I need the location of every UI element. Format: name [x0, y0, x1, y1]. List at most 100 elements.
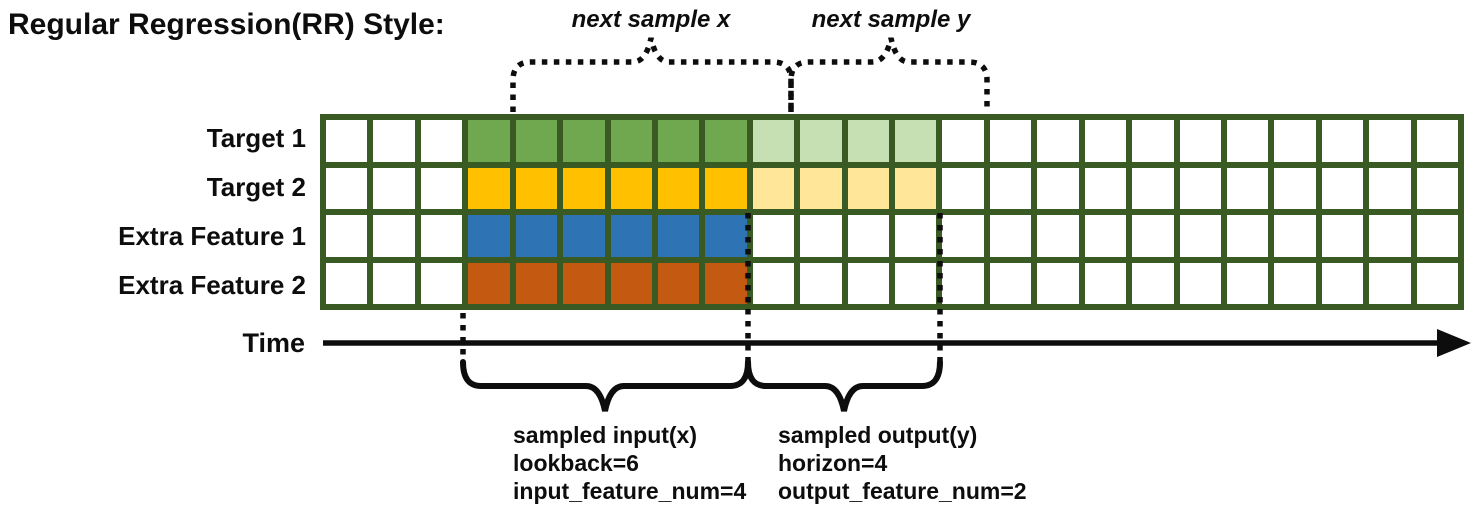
cell-r2-c11	[847, 215, 889, 257]
cell-r3-c4	[515, 262, 558, 304]
cell-r1-c2	[420, 167, 463, 209]
cell-r1-c17	[1132, 167, 1174, 209]
cell-r1-c12	[895, 167, 937, 209]
cell-r2-c18	[1179, 215, 1221, 257]
cell-r2-c23	[1416, 215, 1458, 257]
cell-r0-c10	[800, 120, 842, 162]
time-axis-label: Time	[242, 328, 305, 358]
cell-r0-c3	[468, 120, 510, 162]
cell-r0-c2	[420, 120, 463, 162]
cell-r1-c9	[752, 167, 795, 209]
cell-r1-c16	[1084, 167, 1127, 209]
cell-r2-c16	[1084, 215, 1127, 257]
cell-r0-c16	[1084, 120, 1127, 162]
row-label-target-2: Target 2	[206, 172, 306, 202]
timeline-grid	[320, 114, 1464, 310]
cell-r3-c11	[847, 262, 889, 304]
cell-r2-c21	[1321, 215, 1364, 257]
cell-r0-c20	[1274, 120, 1316, 162]
cell-r1-c8	[705, 167, 747, 209]
cell-r1-c13	[942, 167, 984, 209]
cell-r2-c19	[1226, 215, 1269, 257]
cell-r1-c0	[326, 167, 368, 209]
cell-r3-c12	[895, 262, 937, 304]
cell-r0-c6	[610, 120, 652, 162]
cell-r3-c2	[420, 262, 463, 304]
cell-r2-c22	[1369, 215, 1411, 257]
cell-r3-c17	[1132, 262, 1174, 304]
cell-r2-c0	[326, 215, 368, 257]
cell-r0-c18	[1179, 120, 1221, 162]
sampled-input-title: sampled input(x)	[513, 422, 698, 448]
output-feature-num: output_feature_num=2	[778, 478, 1027, 504]
cell-r1-c10	[800, 167, 842, 209]
cell-r3-c10	[800, 262, 842, 304]
cell-r3-c19	[1226, 262, 1269, 304]
cell-r1-c11	[847, 167, 889, 209]
cell-r3-c0	[326, 262, 368, 304]
cell-r3-c5	[563, 262, 605, 304]
time-arrow-head	[1437, 329, 1471, 357]
cell-r2-c12	[895, 215, 937, 257]
horizon-value: horizon=4	[778, 450, 888, 476]
next-sample-y-label: next sample y	[811, 6, 971, 33]
cell-r1-c14	[989, 167, 1032, 209]
cell-r3-c16	[1084, 262, 1127, 304]
cell-r2-c6	[610, 215, 652, 257]
cell-r1-c18	[1179, 167, 1221, 209]
lookback-value: lookback=6	[513, 450, 639, 476]
input-feature-num: input_feature_num=4	[513, 478, 747, 504]
cell-r2-c7	[657, 215, 700, 257]
sampled-output-title: sampled output(y)	[778, 422, 978, 448]
cell-r3-c21	[1321, 262, 1364, 304]
cell-r1-c1	[373, 167, 415, 209]
cell-r0-c19	[1226, 120, 1269, 162]
sampled-input-brace	[460, 359, 751, 412]
cell-r1-c22	[1369, 167, 1411, 209]
cell-r3-c14	[989, 262, 1032, 304]
diagram-title: Regular Regression(RR) Style:	[8, 8, 445, 41]
cell-r1-c19	[1226, 167, 1269, 209]
row-label-extra-feature-2: Extra Feature 2	[118, 270, 306, 300]
cell-r3-c18	[1179, 262, 1221, 304]
cell-r0-c14	[989, 120, 1032, 162]
cell-r2-c9	[752, 215, 795, 257]
cell-r2-c15	[1037, 215, 1079, 257]
cell-r1-c3	[468, 167, 510, 209]
cell-r2-c13	[942, 215, 984, 257]
cell-r3-c23	[1416, 262, 1458, 304]
cell-r0-c23	[1416, 120, 1458, 162]
cell-r1-c5	[563, 167, 605, 209]
cell-r2-c2	[420, 215, 463, 257]
cell-r3-c9	[752, 262, 795, 304]
next-sample-y-brace	[788, 37, 990, 112]
sampled-output-note: sampled output(y) horizon=4 output_featu…	[778, 421, 1027, 505]
cell-r0-c8	[705, 120, 747, 162]
row-label-target-1: Target 1	[206, 123, 306, 153]
cell-r1-c21	[1321, 167, 1364, 209]
cell-r3-c7	[657, 262, 700, 304]
cell-r0-c12	[895, 120, 937, 162]
sampled-input-note: sampled input(x) lookback=6 input_featur…	[513, 421, 746, 505]
cell-r0-c0	[326, 120, 368, 162]
cell-r3-c3	[468, 262, 510, 304]
cell-r0-c1	[373, 120, 415, 162]
cell-r0-c15	[1037, 120, 1079, 162]
sampled-output-brace	[745, 359, 943, 412]
cell-r2-c1	[373, 215, 415, 257]
cell-r2-c3	[468, 215, 510, 257]
cell-r2-c5	[563, 215, 605, 257]
cell-r2-c10	[800, 215, 842, 257]
cell-r0-c17	[1132, 120, 1174, 162]
cell-r0-c21	[1321, 120, 1364, 162]
cell-r3-c20	[1274, 262, 1316, 304]
cell-r3-c1	[373, 262, 415, 304]
cell-r1-c20	[1274, 167, 1316, 209]
cell-r2-c17	[1132, 215, 1174, 257]
cell-r0-c13	[942, 120, 984, 162]
cell-r2-c4	[515, 215, 558, 257]
cell-r1-c23	[1416, 167, 1458, 209]
cell-r3-c15	[1037, 262, 1079, 304]
cell-r1-c7	[657, 167, 700, 209]
cell-r0-c11	[847, 120, 889, 162]
